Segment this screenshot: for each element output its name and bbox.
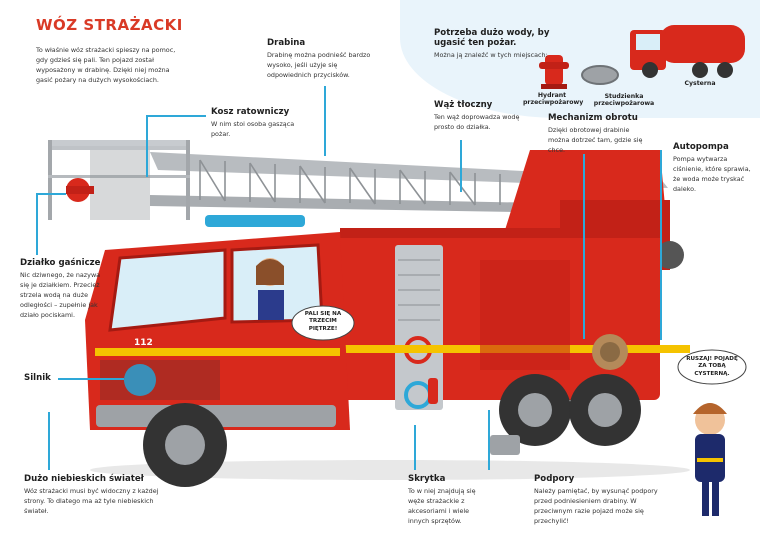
rotation-desc: Dzięki obrotowej drabinie można dotrzeć … <box>548 126 643 154</box>
wheels-graphic <box>143 374 641 487</box>
driver-speech: PALI SIĘ NA TRZECIM PIĘTRZE! <box>304 311 342 332</box>
lights-leader <box>48 412 50 470</box>
outriggers-label: Podpory <box>534 474 575 484</box>
pump-label: Autopompa <box>673 142 729 152</box>
outriggers-desc: Należy pamiętać, by wysunąć podpory prze… <box>534 487 658 525</box>
rotation-label: Mechanizm obrotu <box>548 113 638 123</box>
pump-desc: Pompa wytwarza ciśnienie, które sprawia,… <box>673 155 751 193</box>
tanker-graphic <box>630 25 745 78</box>
cannon-leader-h <box>36 193 66 195</box>
outriggers-leader <box>488 410 490 470</box>
basket-label: Kosz ratowniczy <box>211 107 290 117</box>
truck-cab-graphic <box>85 215 350 430</box>
hose-label: Wąż tłoczny <box>434 100 493 110</box>
lights-desc: Wóz strażacki musi być widoczny z każdej… <box>24 487 159 515</box>
hose-leader <box>460 140 462 192</box>
boy-speech: RUSZAJ! POJADĘ ZA TOBĄ CYSTERNĄ. <box>686 356 738 377</box>
ladder-label: Drabina <box>267 38 306 48</box>
hydrant-graphic <box>539 55 569 89</box>
locker-label: Skrytka <box>408 474 446 484</box>
hose-desc: Ten wąż doprowadza wodę prosto do działk… <box>434 113 520 131</box>
lights-label: Dużo niebieskich świateł <box>24 474 144 484</box>
locker-leader <box>414 425 416 470</box>
page-title: WÓZ STRAŻACKI <box>36 16 183 34</box>
engine-label: Silnik <box>24 373 51 383</box>
truck-number: 112 <box>134 338 153 348</box>
rotation-leader <box>583 154 585 339</box>
truck-body-graphic <box>330 228 690 410</box>
water-desc: Można ją znaleźć w tych miejscach: <box>434 51 548 59</box>
tanker-label: Cysterna <box>684 80 716 87</box>
pump-leader <box>660 150 662 340</box>
ladder-leader <box>324 86 326 156</box>
basket-leader-v <box>146 115 148 177</box>
ladder-desc: Drabinę można podnieść bardzo wysoko, je… <box>267 51 371 79</box>
cannon-leader-v <box>36 193 38 255</box>
hydrant-label: Hydrant przeciwpożarowy <box>523 92 584 107</box>
locker-desc: To w niej znajdują się węże strażackie z… <box>408 487 476 525</box>
boy-graphic <box>693 403 727 516</box>
well-label: Studzienka przeciwpożarowa <box>593 93 655 108</box>
cannon-label: Działko gaśnicze <box>20 258 101 268</box>
intro-text: To właśnie wóz strażacki spieszy na pomo… <box>36 46 176 84</box>
basket-leader-h <box>146 115 206 117</box>
basket-desc: W nim stoi osoba gasząca pożar. <box>211 120 295 138</box>
cannon-desc: Nic dziwnego, że nazywa się je działkiem… <box>20 271 101 319</box>
rescue-basket-graphic <box>48 140 190 220</box>
engine-leader <box>58 378 124 380</box>
water-heading: Potrzeba dużo wody, by ugasić ten pożar. <box>434 28 550 49</box>
